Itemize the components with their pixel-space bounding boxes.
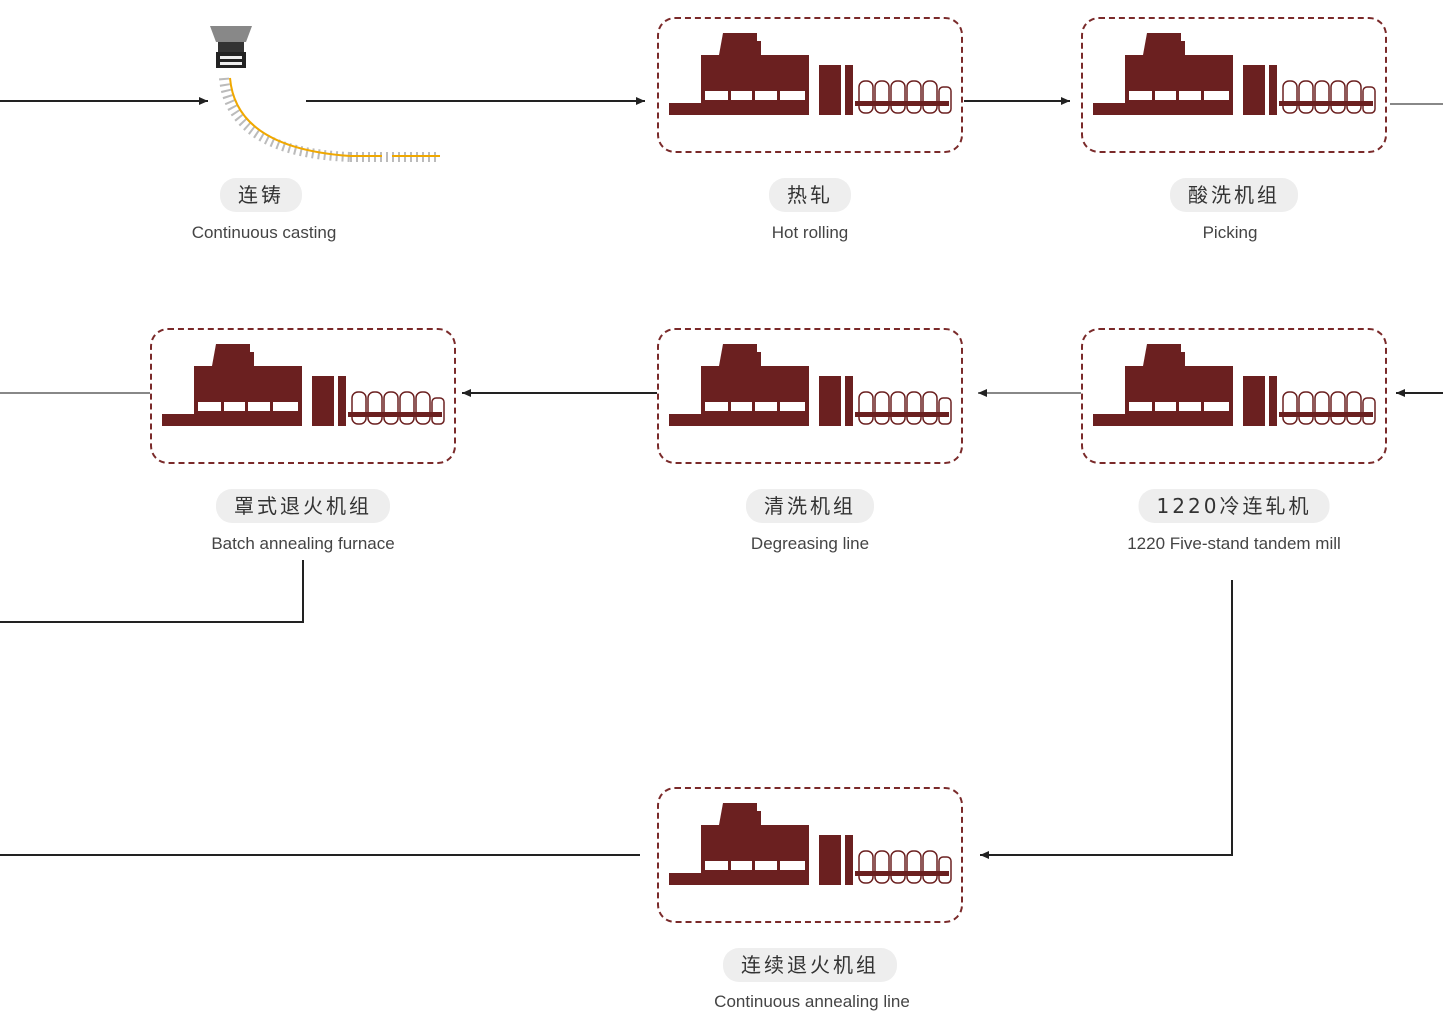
- stage-label-en: Picking: [1202, 223, 1258, 242]
- continuous-caster-icon: [210, 26, 440, 162]
- stage-label-cn: 1220冷连轧机: [1138, 489, 1330, 523]
- factory-icon: [1093, 33, 1376, 115]
- stage-hot-rolling: [657, 17, 963, 153]
- stage-label-cn: 罩式退火机组: [216, 489, 390, 523]
- stage-label-cn: 清洗机组: [746, 489, 874, 523]
- stage-label-cn: 热轧: [769, 178, 851, 212]
- factory-icon: [669, 344, 952, 426]
- stage-label-en: Continuous casting: [191, 223, 337, 242]
- stage-label-en: Hot rolling: [771, 223, 849, 242]
- stage-label-en: 1220 Five-stand tandem mill: [1127, 534, 1341, 553]
- factory-icon: [162, 344, 445, 426]
- factory-icon: [1093, 344, 1376, 426]
- stage-label-en: Degreasing line: [750, 534, 870, 553]
- stage-tandem-mill: [1081, 328, 1387, 464]
- stage-label-cn: 酸洗机组: [1170, 178, 1298, 212]
- stage-label-en: Continuous annealing line: [714, 992, 910, 1011]
- factory-icon: [669, 803, 952, 885]
- stage-label-cn: 连续退火机组: [723, 948, 897, 982]
- stage-label-cn: 连铸: [220, 178, 302, 212]
- stage-pickling: [1081, 17, 1387, 153]
- line-batch-down: [0, 560, 304, 623]
- arrow-tandem-to-continuous-annealing: [980, 580, 1233, 859]
- factory-icon: [669, 33, 952, 115]
- stage-batch-annealing: [150, 328, 456, 464]
- stage-label-en: Batch annealing furnace: [211, 534, 395, 553]
- stage-continuous-annealing: [657, 787, 963, 923]
- stage-degreasing: [657, 328, 963, 464]
